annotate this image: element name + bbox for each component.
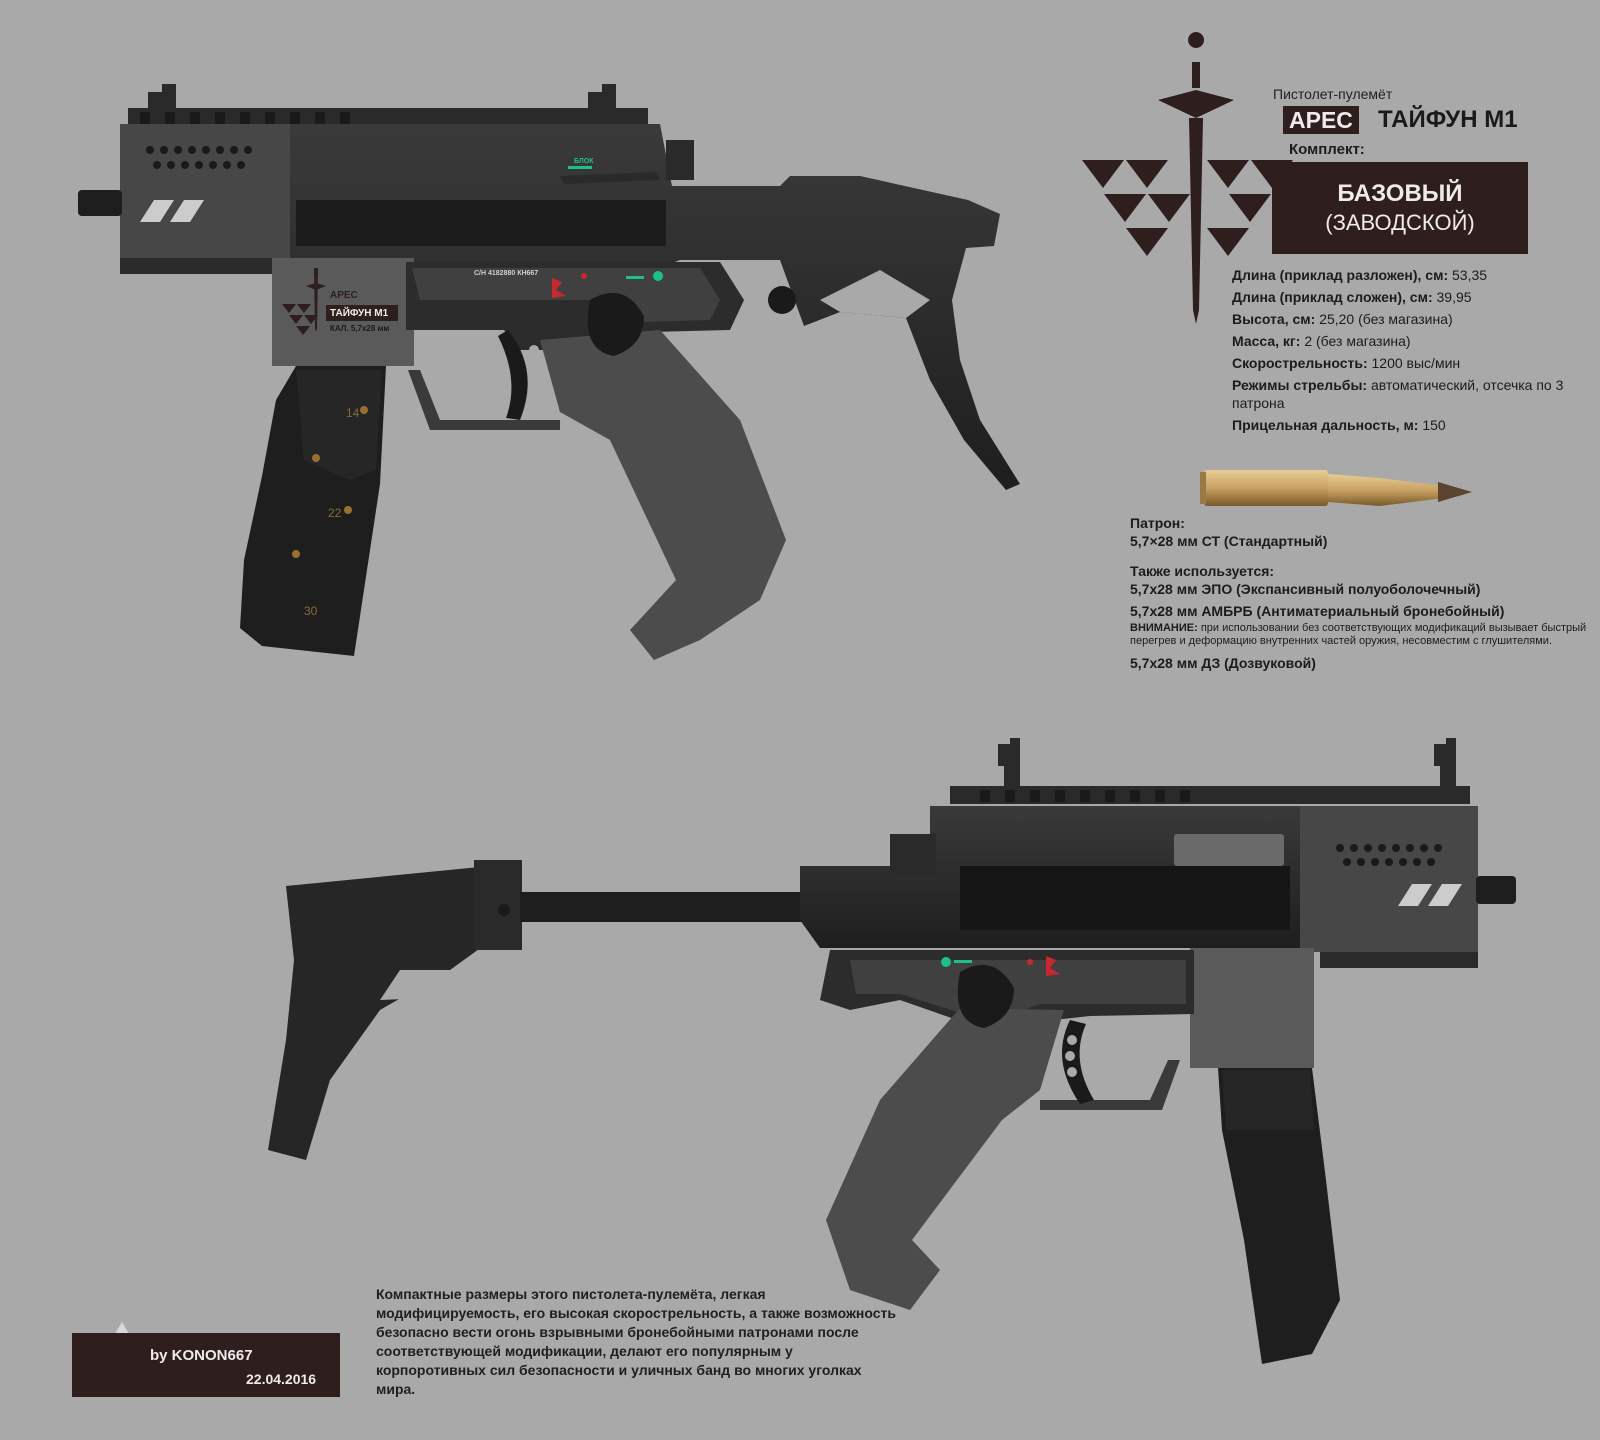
marking-brand: АРЕС bbox=[330, 290, 358, 301]
round-count-14: 14 bbox=[346, 406, 360, 420]
spec-value: 39,95 bbox=[1436, 289, 1472, 305]
kit-line2: (ЗАВОДСКОЙ) bbox=[1325, 210, 1475, 235]
spec-label: Масса, кг: bbox=[1232, 333, 1301, 349]
warning-label: ВНИМАНИЕ: bbox=[1130, 622, 1198, 634]
spec-row: Режимы стрельбы: автоматический, отсечка… bbox=[1232, 376, 1572, 412]
marking-serial: С/Н 4182880 КН667 bbox=[474, 270, 539, 277]
weapon-side-right bbox=[268, 738, 1516, 1364]
weapon-class: Пистолет-пулемёт bbox=[1273, 86, 1393, 102]
spec-list: Длина (приклад разложен), см: 53,35 Длин… bbox=[1232, 266, 1572, 438]
model-name: ТАЙФУН М1 bbox=[1378, 106, 1518, 133]
weapon-side-left bbox=[78, 84, 1020, 660]
kit-box: БАЗОВЫЙ (ЗАВОДСКОЙ) bbox=[1272, 162, 1528, 254]
cartridge-illustration bbox=[1200, 470, 1472, 506]
spec-row: Прицельная дальность, м: 150 bbox=[1232, 416, 1572, 434]
spec-row: Высота, см: 25,20 (без магазина) bbox=[1232, 310, 1572, 328]
spec-value: автоматический, отсечка по 3 патрона bbox=[1232, 377, 1564, 411]
spec-value: 150 bbox=[1422, 417, 1446, 433]
ammo-section: Патрон: 5,7×28 мм СТ (Стандартный) Также… bbox=[1130, 514, 1590, 672]
spec-value: 25,20 (без магазина) bbox=[1319, 311, 1453, 327]
ammo-label: Патрон: bbox=[1130, 515, 1185, 531]
brand-name: АРЕС bbox=[1283, 106, 1359, 134]
kit-label: Комплект: bbox=[1289, 141, 1365, 158]
description-text: Компактные размеры этого пистолета-пулем… bbox=[376, 1286, 896, 1397]
date: 22.04.2016 bbox=[246, 1371, 317, 1387]
spec-label: Длина (приклад сложен), см: bbox=[1232, 289, 1433, 305]
ammo-warning: ВНИМАНИЕ: при использовании без соответс… bbox=[1130, 622, 1590, 648]
spec-row: Масса, кг: 2 (без магазина) bbox=[1232, 332, 1572, 350]
round-count-22: 22 bbox=[328, 506, 342, 520]
spec-row: Длина (приклад сложен), см: 39,95 bbox=[1232, 288, 1572, 306]
ammo-alt-3: 5,7х28 мм ДЗ (Дозвуковой) bbox=[1130, 655, 1316, 671]
ammo-standard: 5,7×28 мм СТ (Стандартный) bbox=[1130, 533, 1328, 549]
author: by KONON667 bbox=[150, 1347, 253, 1364]
spec-label: Прицельная дальность, м: bbox=[1232, 417, 1419, 433]
logo-emblem bbox=[1082, 32, 1293, 324]
warning-text: при использовании без соответствующих мо… bbox=[1130, 622, 1587, 647]
spec-value: 1200 выс/мин bbox=[1371, 355, 1461, 371]
spec-value: 2 (без магазина) bbox=[1304, 333, 1411, 349]
marking-safety: БЛОК bbox=[574, 158, 594, 165]
credit-box: by KONON667 22.04.2016 bbox=[72, 1333, 340, 1397]
ammo-also-label: Также используется: bbox=[1130, 563, 1275, 579]
ammo-alt-2: 5,7х28 мм АМБРБ (Антиматериальный бронеб… bbox=[1130, 603, 1505, 619]
round-count-30: 30 bbox=[304, 604, 318, 618]
spec-value: 53,35 bbox=[1452, 267, 1488, 283]
spec-label: Скорострельность: bbox=[1232, 355, 1368, 371]
spec-label: Высота, см: bbox=[1232, 311, 1316, 327]
marking-model: ТАЙФУН М1 bbox=[330, 308, 389, 319]
spec-row: Длина (приклад разложен), см: 53,35 bbox=[1232, 266, 1572, 284]
kit-line1: БАЗОВЫЙ bbox=[1337, 180, 1463, 207]
spec-label: Длина (приклад разложен), см: bbox=[1232, 267, 1449, 283]
marking-caliber: КАЛ. 5,7х28 мм bbox=[330, 324, 390, 333]
spec-label: Режимы стрельбы: bbox=[1232, 377, 1368, 393]
spec-row: Скорострельность: 1200 выс/мин bbox=[1232, 354, 1572, 372]
ammo-alt-1: 5,7х28 мм ЭПО (Экспансивный полуоболочеч… bbox=[1130, 581, 1481, 597]
